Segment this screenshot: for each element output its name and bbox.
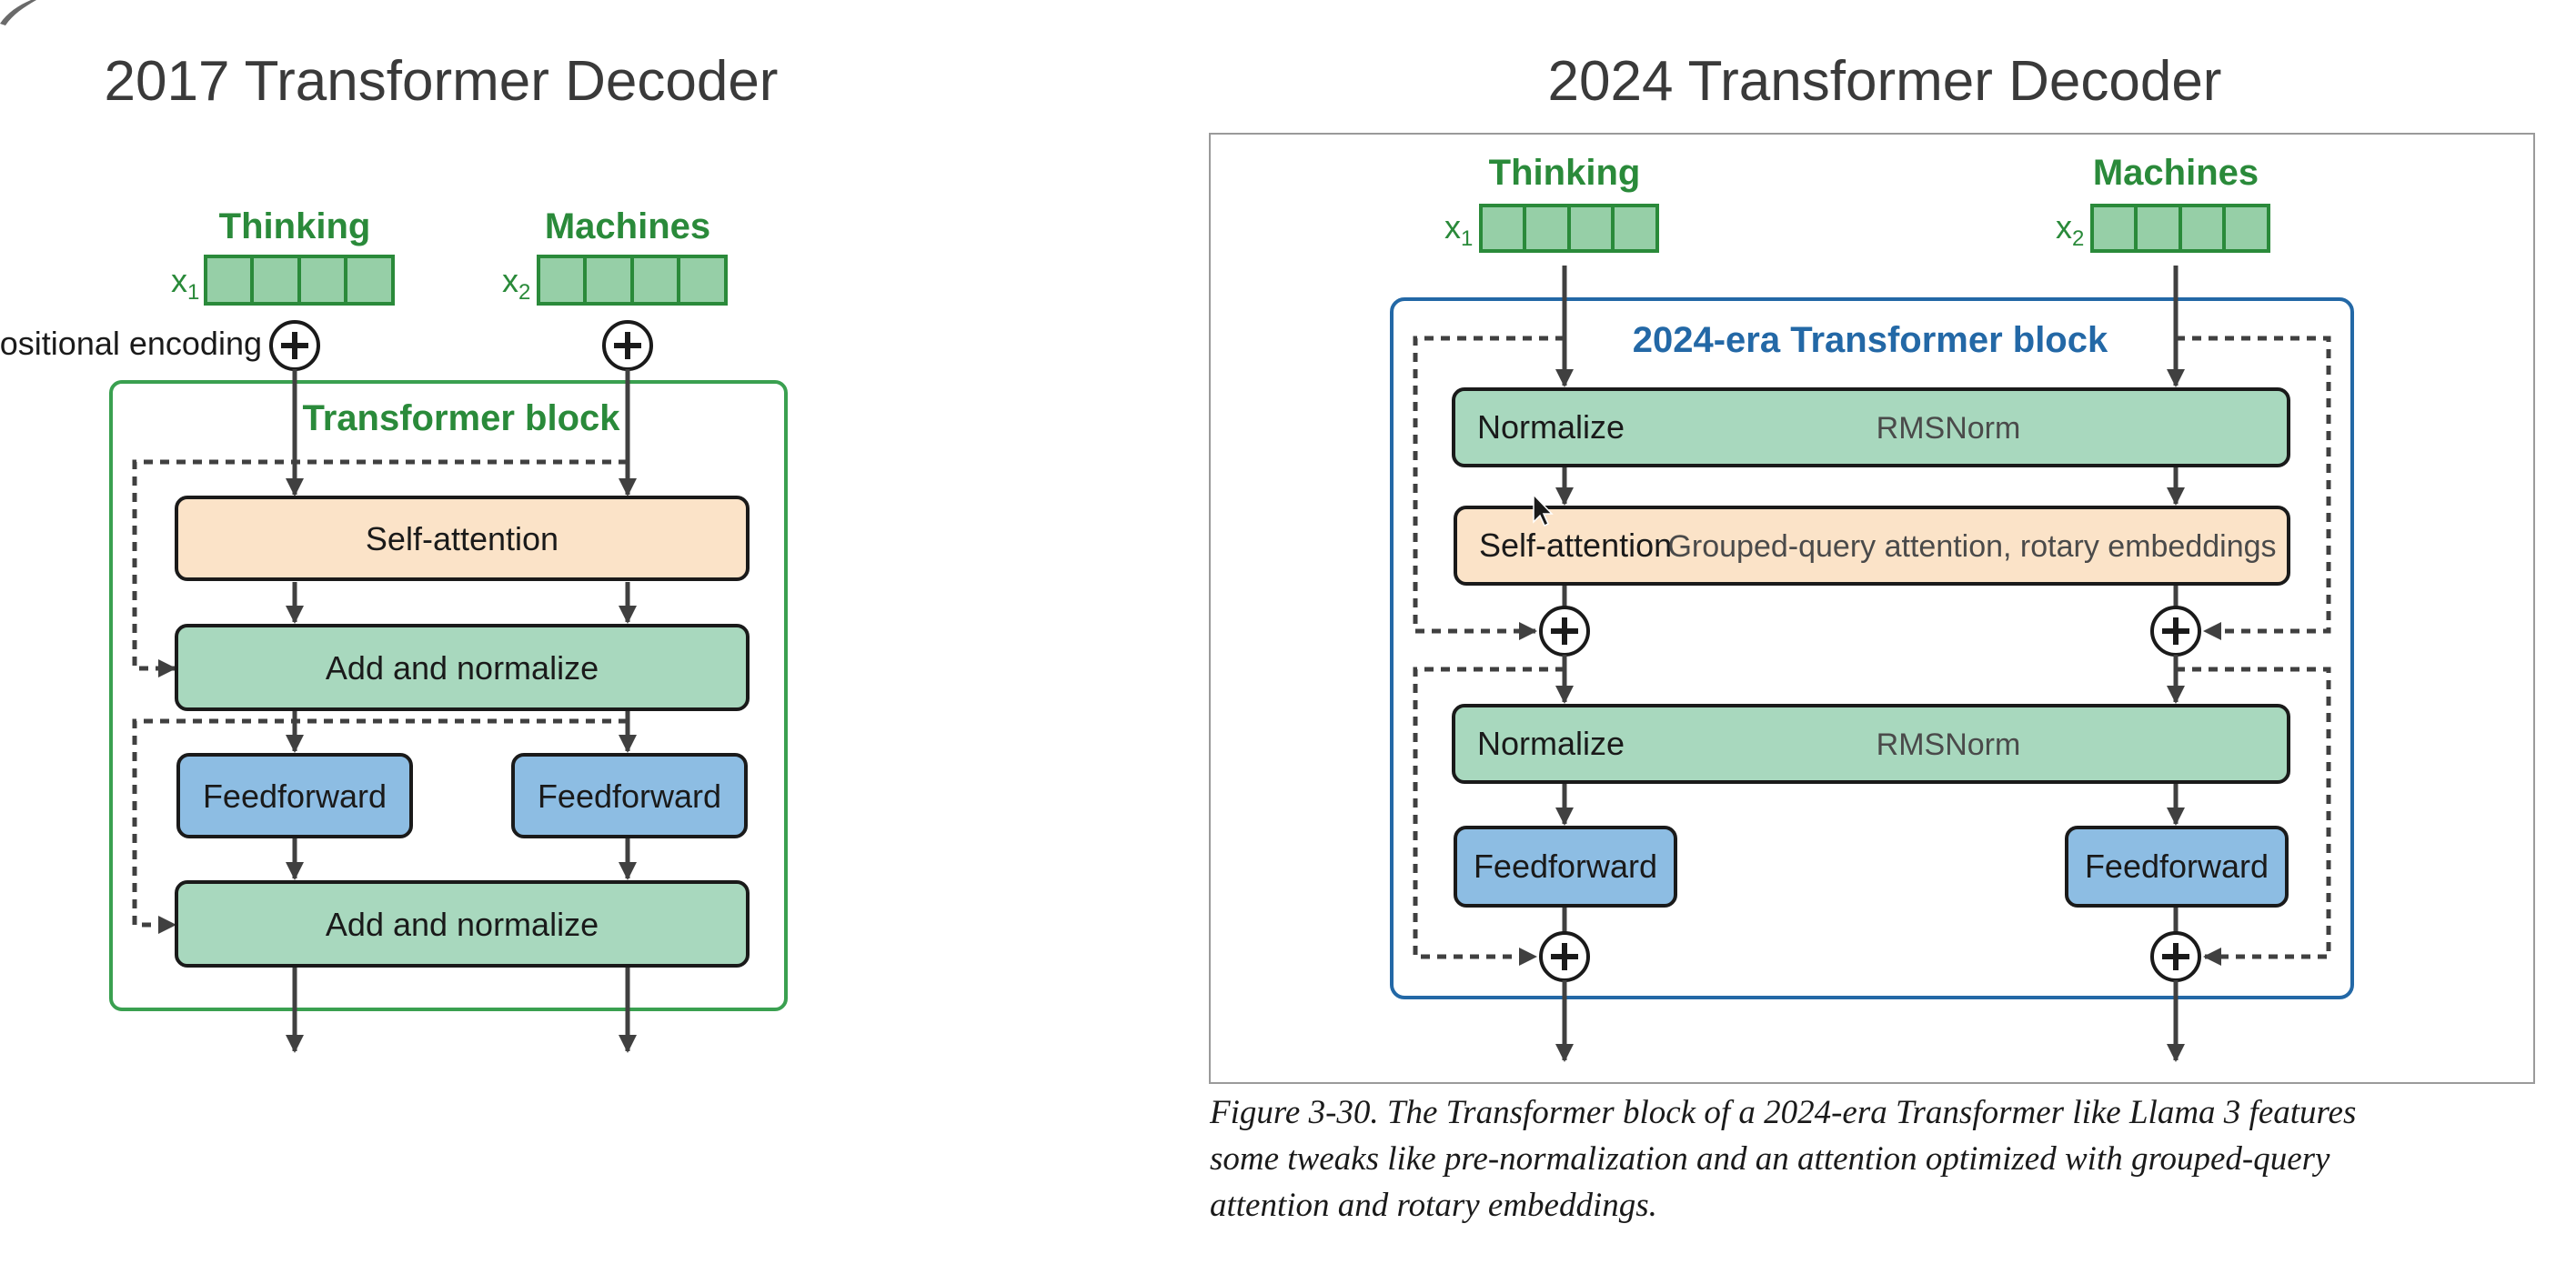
cursor-fragment-icon bbox=[0, 0, 36, 25]
add-normalize-label-2: Add and normalize bbox=[326, 906, 599, 943]
input-x1-label-2024: x1 bbox=[1444, 208, 1473, 251]
self-attention-label: Self-attention bbox=[366, 520, 558, 557]
feedforward-left-label-2024: Feedforward bbox=[1474, 848, 1657, 885]
positional-encoding-label: Positional encoding bbox=[0, 325, 262, 362]
left-panel-title: 2017 Transformer Decoder bbox=[105, 50, 779, 113]
figure-caption: Figure 3-30. The Transformer block of a … bbox=[1210, 1089, 2538, 1229]
rmsnorm-label-2: RMSNorm bbox=[1877, 727, 2021, 762]
right-panel: 2024 Transformer Decoder Thinking Machin… bbox=[1209, 50, 2535, 1084]
transformer-block-2024-title: 2024-era Transformer block bbox=[1633, 320, 2108, 360]
caption-line-2: some tweaks like pre-normalization and a… bbox=[1210, 1140, 2330, 1178]
input-x1-label: x1 bbox=[171, 262, 199, 305]
input-x1-vector bbox=[204, 255, 395, 306]
self-attention-box bbox=[175, 496, 750, 581]
mouse-cursor-icon bbox=[1533, 493, 1554, 527]
add-normalize-label-1: Add and normalize bbox=[326, 649, 599, 687]
normalize-box-2 bbox=[1452, 704, 2290, 784]
transformer-block-2017 bbox=[109, 380, 788, 1011]
input-x2-label: x2 bbox=[502, 262, 530, 305]
transformer-block-title: Transformer block bbox=[302, 398, 620, 438]
residual-add-1-right-icon bbox=[2152, 607, 2199, 655]
feedforward-left-box bbox=[176, 753, 413, 838]
input-word-machines-2024: Machines bbox=[2093, 153, 2259, 193]
normalize-box-1 bbox=[1452, 387, 2290, 467]
normalize-label-1: Normalize bbox=[1477, 408, 1625, 446]
rmsnorm-label-1: RMSNorm bbox=[1877, 411, 2021, 446]
feedforward-right-box-2024 bbox=[2065, 826, 2289, 908]
residual-add-2-right-icon bbox=[2152, 933, 2199, 980]
feedforward-right-label: Feedforward bbox=[538, 777, 721, 815]
input-word-thinking-2024: Thinking bbox=[1489, 153, 1641, 193]
positional-add-left-icon bbox=[271, 322, 318, 369]
add-normalize-box-2 bbox=[175, 880, 750, 968]
caption-line-3: attention and rotary embeddings. bbox=[1210, 1187, 1657, 1224]
input-word-thinking: Thinking bbox=[219, 206, 371, 246]
normalize-label-2: Normalize bbox=[1477, 725, 1625, 762]
input-word-machines: Machines bbox=[545, 206, 710, 246]
input-x2-label-2024: x2 bbox=[2056, 208, 2084, 251]
feedforward-left-label: Feedforward bbox=[203, 777, 387, 815]
figure-frame bbox=[1209, 133, 2535, 1084]
feedforward-right-box bbox=[511, 753, 748, 838]
positional-add-right-icon bbox=[604, 322, 651, 369]
input-x2-vector bbox=[537, 255, 728, 306]
self-attention-label-2024: Self-attention bbox=[1479, 527, 1672, 564]
caption-line-1: Figure 3-30. The Transformer block of a … bbox=[1210, 1094, 2357, 1131]
right-panel-title: 2024 Transformer Decoder bbox=[1548, 50, 2222, 113]
transformer-block-2024 bbox=[1390, 297, 2354, 999]
input-x2-vector-2024 bbox=[2090, 204, 2270, 253]
self-attention-box-2024 bbox=[1454, 506, 2290, 586]
left-panel: 2017 Transformer Decoder Thinking Machin… bbox=[0, 50, 788, 1053]
input-x1-vector-2024 bbox=[1479, 204, 1659, 253]
feedforward-left-box-2024 bbox=[1454, 826, 1677, 908]
add-normalize-box-1 bbox=[175, 624, 750, 711]
residual-add-2-left-icon bbox=[1541, 933, 1588, 980]
residual-add-1-left-icon bbox=[1541, 607, 1588, 655]
feedforward-right-label-2024: Feedforward bbox=[2085, 848, 2269, 885]
attention-detail-label: Grouped-query attention, rotary embeddin… bbox=[1667, 529, 2276, 564]
